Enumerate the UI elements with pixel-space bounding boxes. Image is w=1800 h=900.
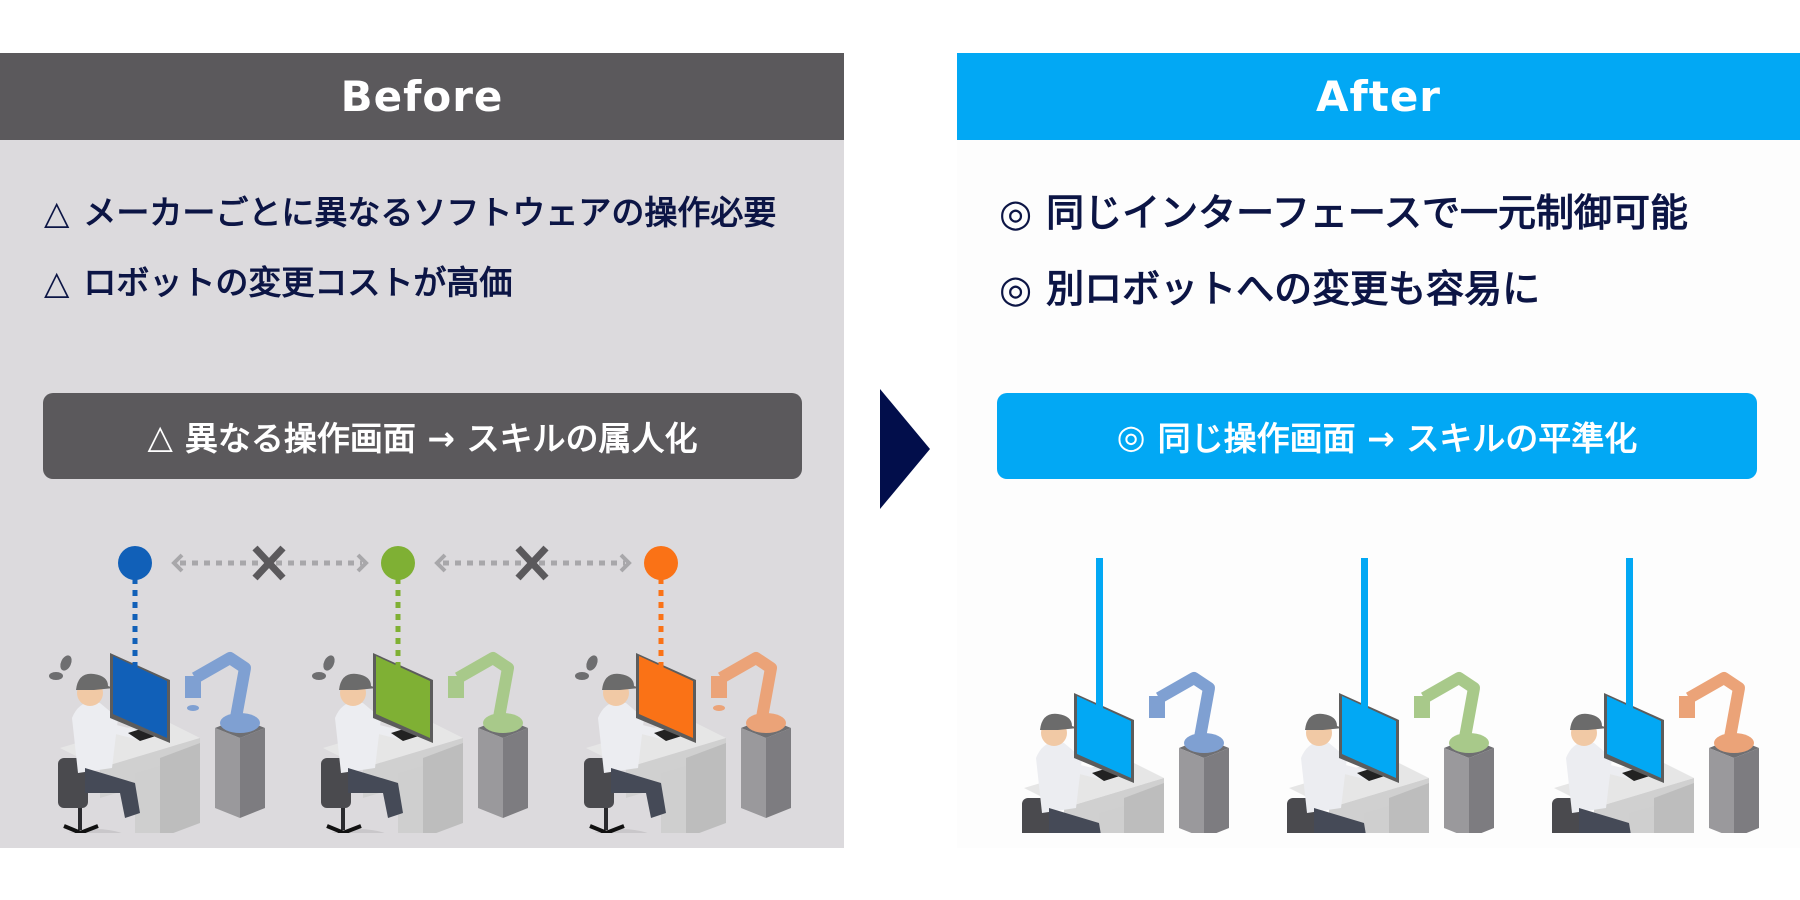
before-bullets: △ メーカーごとに異なるソフトウェアの操作必要 △ ロボットの変更コストが高価 xyxy=(44,193,776,333)
before-summary-box: △ 異なる操作画面 → スキルの属人化 xyxy=(43,393,802,479)
double-circle-mark-icon: ◎ xyxy=(999,191,1033,235)
station-3 xyxy=(575,546,791,833)
after-panel: After ◎ 同じインターフェースで一元制御可能 ◎ 別ロボットへの変更も容易… xyxy=(957,53,1800,848)
bullet-text: 別ロボットへの変更も容易に xyxy=(1046,267,1541,311)
cross-icon xyxy=(515,545,549,581)
double-circle-mark-icon: ◎ xyxy=(1116,416,1146,456)
cross-icon xyxy=(252,545,286,581)
before-illustration xyxy=(0,545,791,833)
after-bullets: ◎ 同じインターフェースで一元制御可能 ◎ 別ロボットへの変更も容易に xyxy=(999,191,1688,343)
station-3 xyxy=(1551,558,1759,833)
incompatible-link-2 xyxy=(434,545,632,581)
triangle-mark-icon: △ xyxy=(44,263,70,302)
before-bullet: △ ロボットの変更コストが高価 xyxy=(44,263,776,303)
incompatible-link-1 xyxy=(171,545,369,581)
after-illustration xyxy=(957,513,1759,833)
monitor-screen-blue xyxy=(113,656,167,738)
station-2 xyxy=(1286,558,1494,833)
double-circle-mark-icon: ◎ xyxy=(999,267,1033,311)
before-header: Before xyxy=(0,53,844,140)
triangle-right-icon xyxy=(880,389,930,509)
station-1 xyxy=(49,546,265,833)
before-bullet: △ メーカーごとに異なるソフトウェアの操作必要 xyxy=(44,193,776,233)
bullet-text: メーカーごとに異なるソフトウェアの操作必要 xyxy=(83,193,777,232)
bullet-text: 同じインターフェースで一元制御可能 xyxy=(1046,191,1688,235)
after-bullet: ◎ 同じインターフェースで一元制御可能 xyxy=(999,191,1688,235)
after-bullet: ◎ 別ロボットへの変更も容易に xyxy=(999,267,1688,311)
triangle-mark-icon: △ xyxy=(44,193,70,232)
summary-text: 同じ操作画面 → スキルの平準化 xyxy=(1157,419,1638,458)
after-summary-box: ◎ 同じ操作画面 → スキルの平準化 xyxy=(997,393,1757,479)
station-2 xyxy=(312,546,528,833)
station-1 xyxy=(1021,558,1229,833)
summary-text: 異なる操作画面 → スキルの属人化 xyxy=(184,419,698,458)
after-header: After xyxy=(957,53,1800,140)
bullet-text: ロボットの変更コストが高価 xyxy=(83,263,513,302)
triangle-mark-icon: △ xyxy=(147,416,173,456)
marker-blue xyxy=(118,546,152,580)
before-panel: Before △ メーカーごとに異なるソフトウェアの操作必要 △ ロボットの変更… xyxy=(0,53,844,848)
